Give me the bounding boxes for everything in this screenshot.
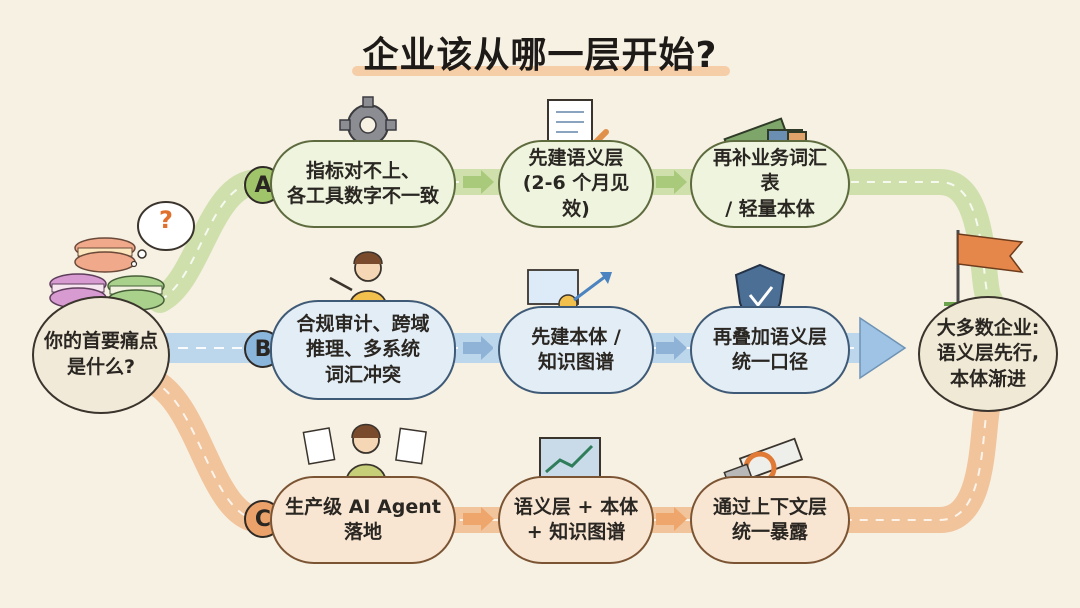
- start-node: 你的首要痛点 是什么?: [32, 296, 170, 414]
- arrow-b1: [463, 336, 494, 360]
- start-line-2: 是什么?: [66, 356, 135, 378]
- row-c-step-1: 语义层 + 本体 + 知识图谱: [498, 476, 654, 564]
- row-c-step-2: 通过上下文层统一暴露: [690, 476, 850, 564]
- start-line-1: 你的首要痛点: [43, 330, 158, 353]
- row-b-step-2: 再叠加语义层统一口径: [690, 306, 850, 394]
- arrow-a2: [656, 170, 687, 194]
- end-line-2: 语义层先行,: [936, 342, 1040, 365]
- row-b-step2-line-1: 再叠加语义层: [712, 325, 827, 348]
- row-a-step2-line-1: 再补业务词汇表: [712, 147, 827, 195]
- row-c-pain-line-1: 生产级 AI Agent: [285, 495, 441, 518]
- arrow-c2: [656, 507, 687, 531]
- end-line-1: 大多数企业:: [936, 316, 1040, 339]
- row-a-step-2: 再补业务词汇表/ 轻量本体: [690, 140, 850, 228]
- row-a-step1-line-1: 先建语义层: [528, 147, 624, 170]
- question-bubble-icon: [130, 201, 195, 268]
- arrow-b2: [656, 336, 687, 360]
- row-c-pain-line-2: 落地: [343, 521, 382, 543]
- row-b-step1-line-2: 知识图谱: [537, 351, 614, 373]
- row-b-pain-line-3: 词汇冲突: [324, 363, 401, 386]
- question-mark: ?: [159, 206, 173, 234]
- title-highlight: [352, 66, 730, 76]
- page-title: 企业该从哪一层开始?: [362, 35, 718, 76]
- row-a-step-1: 先建语义层(2-6 个月见效): [498, 140, 654, 228]
- row-a-pain-line-1: 指标对不上、: [305, 159, 420, 182]
- row-b-pain: 合规审计、跨域推理、多系统词汇冲突: [270, 300, 456, 400]
- row-c-step2-line-2: 统一暴露: [731, 521, 808, 543]
- teacher-icon: [329, 251, 387, 307]
- network-icon: [527, 269, 612, 320]
- row-c-step2-line-1: 通过上下文层: [712, 495, 827, 518]
- row-c-step1-line-1: 语义层 + 本体: [513, 495, 639, 518]
- row-c-pain: 生产级 AI Agent 落地: [270, 476, 456, 564]
- row-b-pain-line-2: 推理、多系统: [305, 338, 420, 361]
- row-b-step-1: 先建本体 / 知识图谱: [498, 306, 654, 394]
- row-a-pain: 指标对不上、各工具数字不一致: [270, 140, 456, 228]
- row-a-step1-line-2: (2-6 个月见效): [522, 172, 630, 220]
- row-c-step1-line-2: + 知识图谱: [526, 521, 626, 543]
- end-node: 大多数企业: 语义层先行, 本体渐进: [918, 296, 1058, 412]
- row-a-step2-line-2: / 轻量本体: [725, 197, 815, 220]
- end-line-3: 本体渐进: [949, 367, 1026, 390]
- arrow-c1: [463, 507, 494, 531]
- row-a-pain-line-2: 各工具数字不一致: [286, 185, 439, 207]
- macaron-icon: [49, 237, 165, 311]
- row-b-step1-line-1: 先建本体 /: [531, 325, 621, 348]
- row-b-pain-line-1: 合规审计、跨域: [296, 313, 430, 336]
- road-b-arrowhead: [859, 316, 907, 380]
- row-b-step2-line-2: 统一口径: [731, 351, 808, 373]
- arrow-a1: [463, 170, 494, 194]
